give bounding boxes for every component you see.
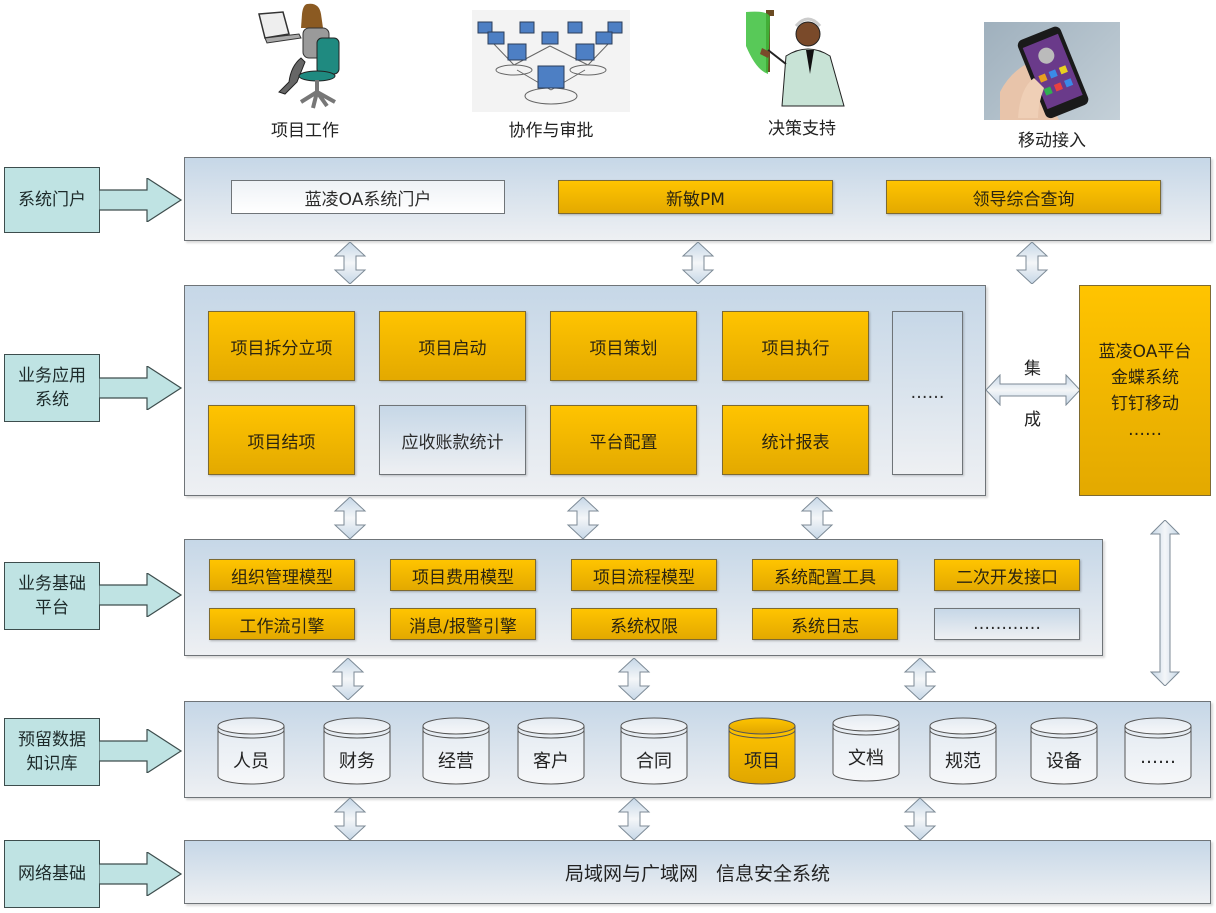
database-icon (217, 717, 285, 785)
data-panel: 人员 财务 经营 客户 合同 项目 文档 规范 设备 …… (184, 701, 1211, 798)
bidirectional-arrow-icon (333, 242, 367, 284)
right-arrow-icon (99, 366, 183, 410)
right-arrow-icon (99, 729, 183, 773)
right-arrow-icon (99, 573, 183, 617)
business-base-panel: 组织管理模型 项目费用模型 项目流程模型 系统配置工具 二次开发接口 工作流引擎… (184, 539, 1103, 656)
networked-computers-icon (472, 10, 630, 112)
horizontal-bidirectional-arrow-icon (986, 374, 1080, 406)
bidirectional-arrow-icon (903, 658, 937, 700)
channel-label: 决策支持 (768, 119, 836, 139)
data-store-cylinder[interactable]: 文档 (832, 714, 900, 782)
woman-at-laptop-icon (245, 2, 365, 110)
channel-label: 项目工作 (271, 121, 339, 141)
layer-label-portal: 系统门户 (4, 167, 100, 233)
integration-label-top: 集 (1024, 359, 1041, 379)
database-icon (728, 717, 796, 785)
smartphone-icon (984, 22, 1120, 122)
app-item-stat-reports[interactable]: 统计报表 (722, 405, 869, 475)
data-store-cylinder[interactable]: 人员 (217, 717, 285, 785)
database-icon (1030, 717, 1098, 785)
data-store-cylinder[interactable]: …… (1124, 717, 1192, 785)
vertical-bidirectional-arrow-icon (1150, 520, 1180, 686)
base-item-cost-model[interactable]: 项目费用模型 (390, 559, 536, 591)
app-item-platform-config[interactable]: 平台配置 (550, 405, 697, 475)
portal-item-xinmin-pm[interactable]: 新敏PM (558, 180, 833, 214)
data-store-cylinder[interactable]: 设备 (1030, 717, 1098, 785)
network-panel: 局域网与广域网 信息安全系统 (184, 840, 1211, 904)
channel-label: 协作与审批 (508, 121, 594, 141)
database-icon (929, 717, 997, 785)
database-icon (832, 714, 900, 782)
business-app-panel: 项目拆分立项 项目启动 项目策划 项目执行 项目结项 应收账款统计 平台配置 统… (184, 285, 986, 496)
integration-label-bottom: 成 (1024, 410, 1041, 430)
bidirectional-arrow-icon (566, 497, 600, 539)
bidirectional-arrow-icon (800, 497, 834, 539)
bidirectional-arrow-icon (903, 798, 937, 840)
bidirectional-arrow-icon (331, 658, 365, 700)
portal-panel: 蓝凌OA系统门户 新敏PM 领导综合查询 (184, 157, 1211, 241)
portal-item-landray-oa[interactable]: 蓝凌OA系统门户 (231, 180, 505, 214)
network-content: 局域网与广域网 信息安全系统 (564, 862, 831, 885)
database-icon (422, 717, 490, 785)
layer-label-business-app: 业务应用 系统 (4, 354, 100, 422)
app-item-more[interactable]: …… (892, 311, 963, 475)
data-store-label: …… (1140, 747, 1176, 768)
base-item-dev-interface[interactable]: 二次开发接口 (934, 559, 1080, 591)
data-store-cylinder[interactable]: 客户 (517, 717, 585, 785)
layer-label-data: 预留数据 知识库 (4, 718, 100, 786)
app-item-project-planning[interactable]: 项目策划 (550, 311, 697, 381)
app-item-project-closure[interactable]: 项目结项 (208, 405, 355, 475)
app-item-receivables-stats[interactable]: 应收账款统计 (379, 405, 526, 475)
channel-mobile-access: 移动接入 (984, 22, 1120, 151)
base-item-more[interactable]: ………… (934, 608, 1080, 640)
data-store-label: 合同 (636, 751, 672, 772)
data-store-cylinder[interactable]: 规范 (929, 717, 997, 785)
database-icon (1124, 717, 1192, 785)
bidirectional-arrow-icon (617, 798, 651, 840)
app-item-project-start[interactable]: 项目启动 (379, 311, 526, 381)
data-store-cylinder[interactable]: 项目 (728, 717, 796, 785)
data-store-cylinder[interactable]: 合同 (620, 717, 688, 785)
data-store-label: 规范 (945, 751, 981, 772)
data-store-label: 项目 (744, 751, 780, 772)
layer-label-network: 网络基础 (4, 840, 100, 908)
data-store-label: 设备 (1046, 751, 1082, 772)
base-item-config-tool[interactable]: 系统配置工具 (752, 559, 898, 591)
bidirectional-arrow-icon (1015, 242, 1049, 284)
app-item-project-split[interactable]: 项目拆分立项 (208, 311, 355, 381)
database-icon (323, 717, 391, 785)
data-store-cylinder[interactable]: 财务 (323, 717, 391, 785)
base-item-org-model[interactable]: 组织管理模型 (209, 559, 355, 591)
app-item-project-execution[interactable]: 项目执行 (722, 311, 869, 381)
base-item-workflow-engine[interactable]: 工作流引擎 (209, 608, 355, 640)
data-store-label: 财务 (339, 751, 375, 772)
base-item-process-model[interactable]: 项目流程模型 (571, 559, 717, 591)
presenter-icon (742, 4, 862, 112)
base-item-permissions[interactable]: 系统权限 (571, 608, 717, 640)
base-item-system-log[interactable]: 系统日志 (752, 608, 898, 640)
layer-label-business-base: 业务基础 平台 (4, 562, 100, 630)
channel-decision-support: 决策支持 (742, 4, 862, 139)
data-store-cylinder[interactable]: 经营 (422, 717, 490, 785)
bidirectional-arrow-icon (617, 658, 651, 700)
data-store-label: 文档 (848, 748, 884, 769)
channel-label: 移动接入 (1018, 131, 1086, 151)
channel-project-work: 项目工作 (245, 2, 365, 141)
layer-label-text: 系统门户 (18, 190, 86, 210)
bidirectional-arrow-icon (333, 798, 367, 840)
base-item-alert-engine[interactable]: 消息/报警引擎 (390, 608, 536, 640)
database-icon (517, 717, 585, 785)
channel-collaboration: 协作与审批 (472, 10, 630, 141)
external-systems-box[interactable]: 蓝凌OA平台 金蝶系统 钉钉移动 …… (1079, 285, 1211, 496)
bidirectional-arrow-icon (333, 497, 367, 539)
right-arrow-icon (99, 178, 183, 222)
database-icon (620, 717, 688, 785)
data-store-label: 客户 (533, 751, 569, 772)
bidirectional-arrow-icon (681, 242, 715, 284)
data-store-label: 人员 (233, 751, 269, 772)
portal-item-leader-query[interactable]: 领导综合查询 (886, 180, 1161, 214)
right-arrow-icon (99, 852, 183, 896)
data-store-label: 经营 (438, 751, 474, 772)
